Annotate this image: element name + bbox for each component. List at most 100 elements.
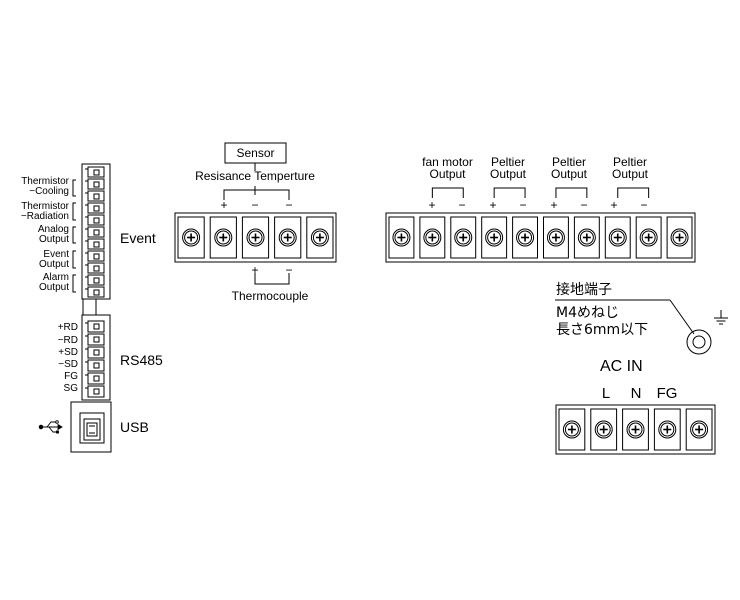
label-bracket [72, 202, 76, 221]
rs485-pin-label: −RD [57, 335, 78, 346]
thermocouple-bracket [254, 273, 290, 285]
event-signal-line1: Alarm [42, 272, 69, 283]
output-label-peltier-1: Peltier Output [478, 156, 538, 180]
ground-spec-line1: M4めねじ [556, 305, 619, 321]
screw-terminal [481, 216, 508, 259]
event-label: Event [120, 230, 156, 246]
polarity-label: − [519, 198, 527, 212]
ac-terminal-label: FG [656, 385, 678, 402]
screw-terminal [622, 408, 649, 451]
screw-terminal [450, 216, 477, 259]
screw-terminal [419, 216, 446, 259]
connector-pin [85, 166, 105, 178]
output-bracket [617, 187, 650, 198]
screw-terminal [666, 216, 693, 259]
output-label-line1: Peltier [551, 155, 586, 169]
connector-pin [85, 202, 105, 214]
connector-pin [85, 214, 105, 226]
output-terminal-strip [385, 212, 696, 263]
resistance-temperature-label: Resisance Temperture [195, 169, 315, 183]
thermocouple-label: Thermocouple [231, 289, 309, 303]
event-connector-housing [81, 163, 111, 300]
polarity-label: − [285, 263, 293, 277]
polarity-label: + [428, 198, 436, 212]
screw-terminal [306, 216, 334, 259]
sensor-terminal-strip [174, 212, 337, 263]
event-signal-label-5: Alarm Output [5, 273, 69, 293]
ground-screw-inner [692, 335, 706, 349]
usb-icon [38, 420, 63, 434]
event-signal-label-4: Event Output [5, 250, 69, 270]
event-signal-line2: Output [38, 234, 69, 245]
ac-in-title: AC IN [600, 358, 643, 375]
usb-label: USB [120, 419, 149, 435]
event-pin-group [72, 166, 105, 298]
event-signal-line1: Thermistor [21, 201, 69, 212]
event-signal-label-2: Thermistor −Radiation [5, 202, 69, 222]
output-label-line2: Output [550, 167, 588, 181]
ground-terminal-title: 接地端子 [556, 282, 612, 298]
ground-spec-line2: 長さ6mm以下 [556, 322, 649, 338]
label-bracket [72, 226, 76, 244]
screw-terminal [685, 408, 713, 451]
output-label-peltier-3: Peltier Output [600, 156, 660, 180]
output-bracket [493, 187, 526, 198]
ac-section [555, 404, 716, 455]
screw-terminal [274, 216, 302, 259]
polarity-label: + [550, 198, 558, 212]
output-bracket-group [431, 187, 650, 198]
connector-pin [85, 226, 105, 238]
polarity-label: + [610, 198, 618, 212]
polarity-label: + [489, 198, 497, 212]
ac-terminal-group [558, 408, 713, 451]
output-label-line2: Output [429, 167, 466, 181]
connector-pin [85, 320, 105, 333]
sensor-section [174, 142, 337, 285]
link-tab [82, 298, 97, 316]
event-signal-line2: Output [38, 259, 69, 270]
rs485-connector-housing [81, 314, 111, 401]
polarity-label: + [251, 263, 259, 277]
output-label-peltier-2: Peltier Output [539, 156, 599, 180]
event-signal-label-1: Thermistor −Cooling [5, 177, 69, 197]
rs485-label: RS485 [120, 352, 163, 368]
screw-terminal [653, 408, 681, 451]
screw-terminal [604, 216, 631, 259]
output-section [385, 187, 696, 263]
output-label-line1: Peltier [490, 155, 525, 169]
sensor-box-label: Sensor [236, 146, 275, 160]
connector-pin [85, 262, 105, 274]
event-signal-line1: Analog [37, 224, 69, 235]
ac-terminal-strip [555, 404, 716, 455]
screw-terminal [209, 216, 237, 259]
ground-callout-line [669, 299, 695, 335]
output-label-line1: fan motor [422, 155, 473, 169]
output-label-line1: Peltier [612, 155, 647, 169]
sensor-terminal-group [177, 216, 334, 259]
output-label-line2: Output [489, 167, 527, 181]
connector-pin [85, 372, 105, 385]
connector-pin [85, 333, 105, 346]
connector-pin [85, 250, 105, 262]
earth-ground-icon [714, 310, 728, 325]
screw-terminal [543, 216, 569, 259]
rs485-pin-label: +SD [58, 347, 78, 358]
event-signal-line2: −Radiation [20, 211, 69, 222]
connector-pin [85, 346, 105, 359]
output-label-line2: Output [611, 167, 649, 181]
label-bracket [72, 274, 76, 293]
screw-terminal [590, 408, 618, 451]
screw-terminal [512, 216, 538, 259]
polarity-label: − [640, 198, 648, 212]
usb-b-port [79, 412, 105, 444]
output-bracket [431, 187, 464, 198]
connector-pin [85, 238, 105, 250]
rs485-pin-label: SG [63, 383, 78, 394]
connector-pin [85, 274, 105, 286]
label-bracket [72, 179, 76, 197]
rs485-pin-group [85, 320, 105, 398]
connector-module [38, 163, 112, 453]
connector-pin [85, 359, 105, 372]
